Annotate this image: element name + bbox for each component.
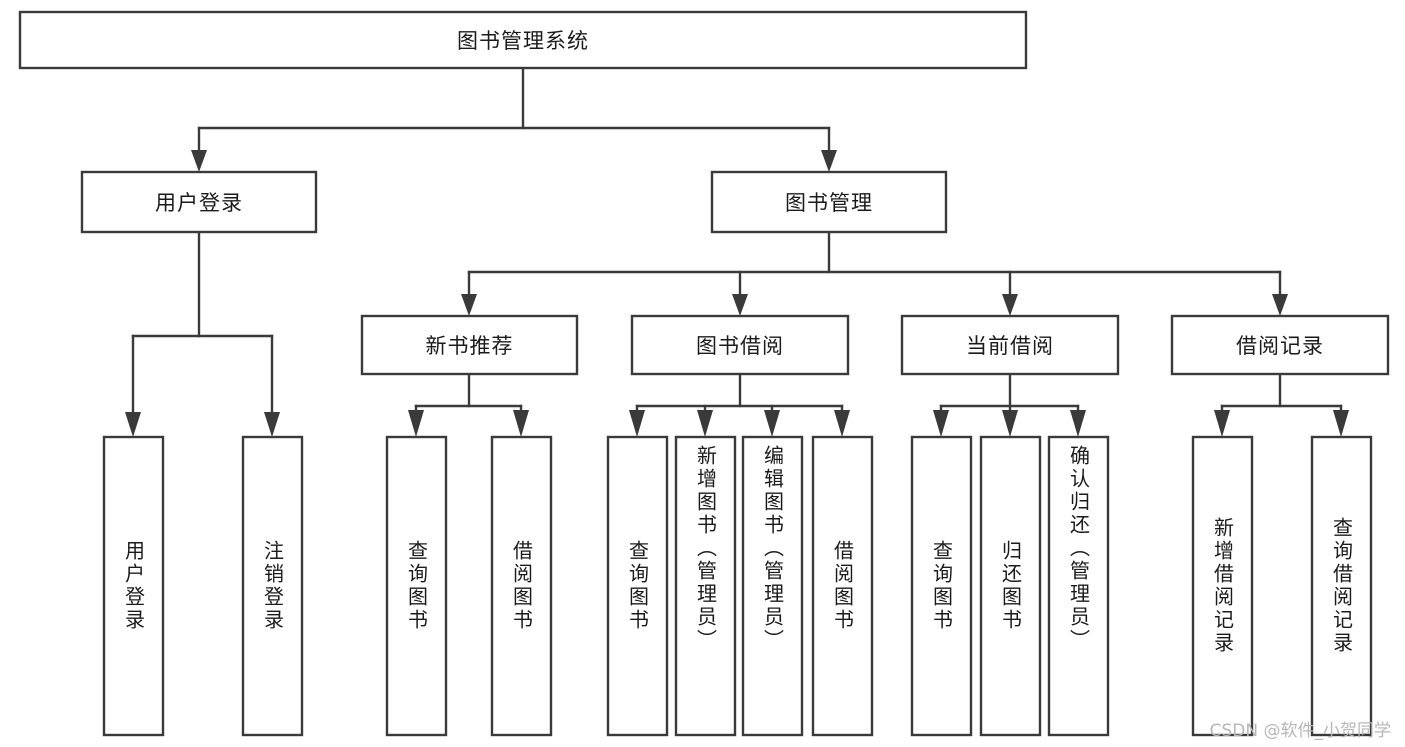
leaf-query-book-current[interactable] [910,435,973,737]
leaf-confirm-return-admin[interactable] [1047,435,1110,737]
node-current-borrow[interactable] [900,314,1120,376]
leaf-edit-book-admin[interactable] [741,435,804,737]
connector-record-to-leaves [1214,372,1349,437]
leaf-borrow-book[interactable] [811,435,874,737]
connector-borrow-to-leaves [629,372,850,437]
connector-login-to-leaves [125,230,280,437]
leaf-query-book-newbook[interactable] [385,435,448,737]
node-book-borrow[interactable] [630,314,850,376]
connector-newbook-to-leaves [408,372,529,437]
leaf-logout[interactable] [241,435,304,737]
leaf-add-book-admin[interactable] [674,435,737,737]
connector-root-to-level1 [191,66,837,172]
leaf-borrow-book-newbook[interactable] [490,435,553,737]
leaf-add-borrow-record[interactable] [1191,435,1254,737]
node-root[interactable] [18,10,1028,70]
leaf-query-borrow-record[interactable] [1310,435,1373,737]
connector-current-to-leaves [933,372,1086,437]
node-user-login[interactable] [80,170,318,234]
node-book-management[interactable] [710,170,948,234]
node-new-book-recommend[interactable] [360,314,579,376]
leaf-user-login[interactable] [102,435,165,737]
node-borrow-record[interactable] [1170,314,1390,376]
connector-bookmgmt-to-level2 [461,230,1288,316]
leaf-query-book-borrow[interactable] [606,435,669,737]
leaf-return-book[interactable] [979,435,1042,737]
